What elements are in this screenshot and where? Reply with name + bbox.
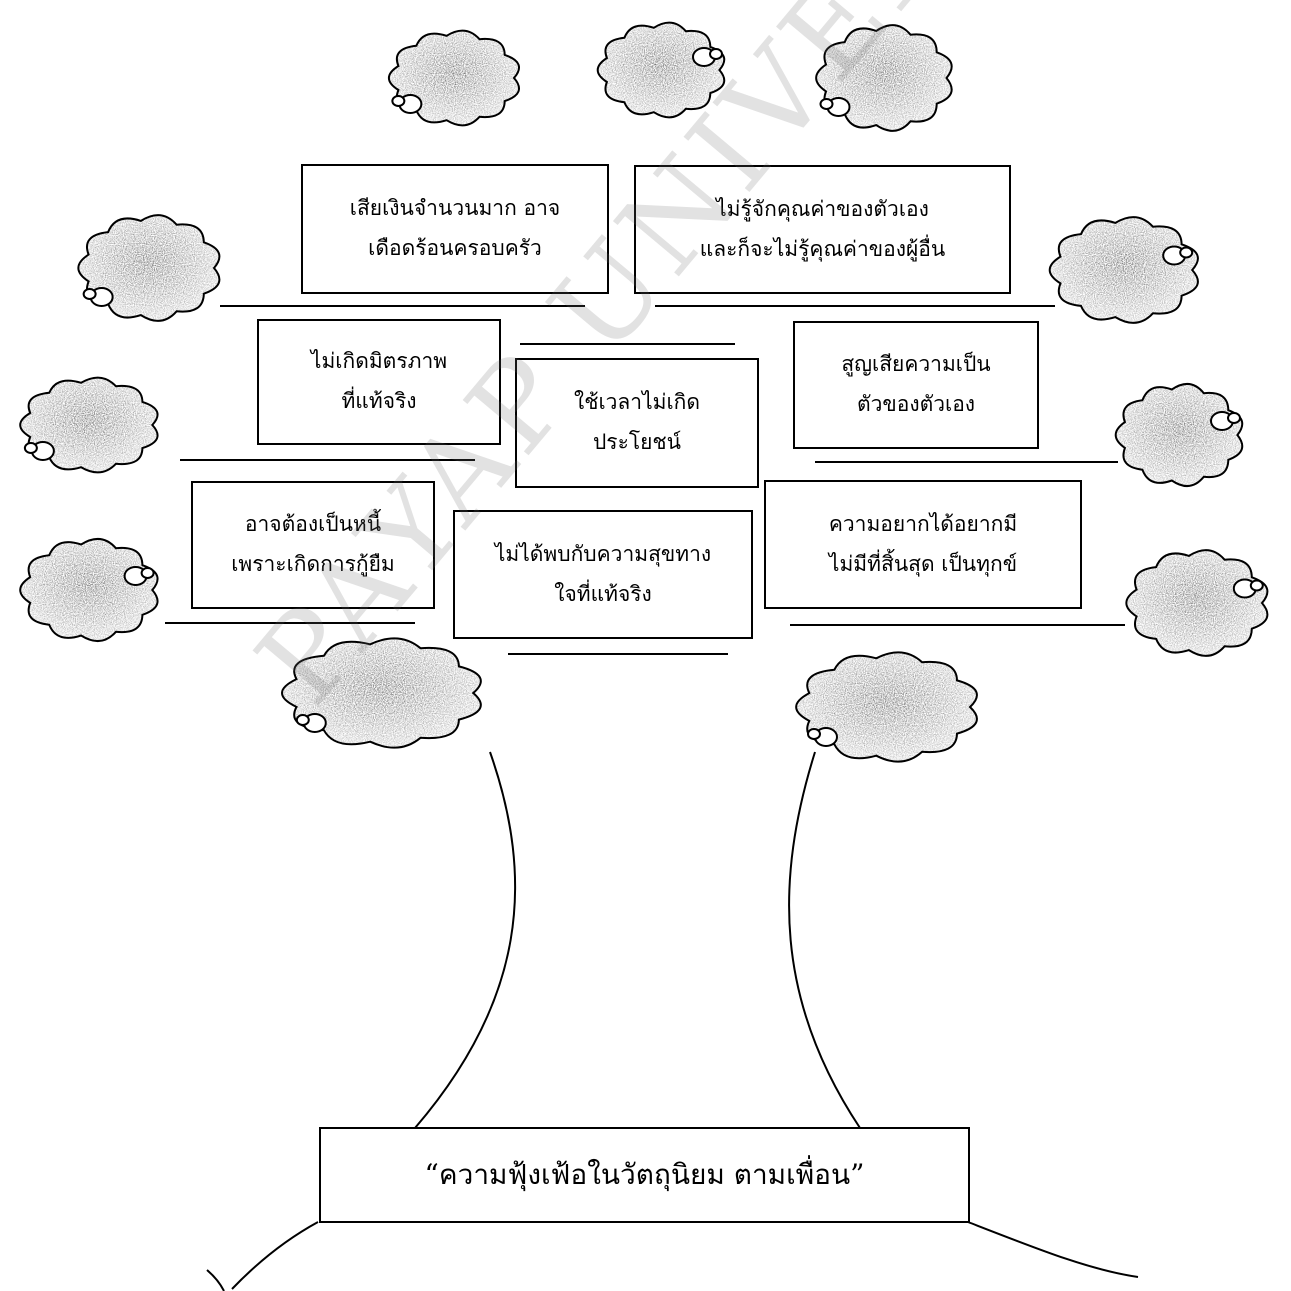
effect-text-line: ประโยชน์ <box>592 430 682 454</box>
cloud-outline <box>19 538 159 642</box>
effect-text-line: ความอยากได้อยากมี <box>828 511 1018 536</box>
cloud-body <box>1126 550 1268 656</box>
cloud-swirl <box>391 95 406 107</box>
effect-text-line: ที่แท้จริง <box>341 389 417 413</box>
cloud-swirl <box>23 442 38 454</box>
trunk-left-line <box>414 751 516 1129</box>
effect-box-happiness: ไม่ได้พบกับความสุขทาง ใจที่แท้จริง <box>453 510 753 639</box>
effect-box-wasted-time: ใช้เวลาไม่เกิด ประโยชน์ <box>515 358 759 488</box>
effect-text-line: เสียเงินจำนวนมาก อาจ <box>349 196 561 221</box>
root-right-line <box>967 1221 1139 1278</box>
effect-text-line: อาจต้องเป็นหนี้ <box>244 512 382 537</box>
effect-box-spend-money: เสียเงินจำนวนมาก อาจ เดือดร้อนครอบครัว <box>301 164 609 294</box>
cloud-body <box>1115 383 1243 487</box>
cloud-swirl <box>82 288 97 300</box>
effect-text-line: ใช้เวลาไม่เกิด <box>573 390 701 415</box>
effect-box-debt: อาจต้องเป็นหนี้ เพราะเกิดการกู้ยืม <box>191 481 435 609</box>
cloud-outline <box>19 376 159 474</box>
effect-box-friendship: ไม่เกิดมิตรภาพ ที่แท้จริง <box>257 319 501 445</box>
root-left-hook <box>206 1269 225 1291</box>
effect-box-identity: สูญเสียความเป็น ตัวของตัวเอง <box>793 321 1039 449</box>
cloud-outline <box>387 29 521 127</box>
effect-text-line: และก็จะไม่รู้คุณค่าของผู้อื่น <box>699 236 946 261</box>
cloud-leaf-icon <box>387 29 521 127</box>
cloud-outline <box>1114 383 1244 487</box>
cloud-swirl <box>807 728 821 740</box>
cloud-outline <box>1125 549 1269 657</box>
cloud-swirl <box>709 48 723 60</box>
cloud-leaf-icon <box>795 651 978 763</box>
cloud-leaf-icon <box>1114 383 1244 487</box>
cloud-outline <box>77 214 221 322</box>
cloud-swirl <box>819 98 834 110</box>
root-cause-text: “ความฟุ้งเฟ้อในวัตถุนิยม ตามเพื่อน” <box>424 1158 865 1192</box>
cloud-swirl <box>140 567 155 579</box>
cloud-leaf-icon <box>1125 549 1269 657</box>
root-left-line <box>231 1221 319 1290</box>
effect-text-line: ไม่มีที่สิ้นสุด เป็นทุกข์ <box>828 551 1018 576</box>
effect-text-line: ไม่ได้พบกับความสุขทาง <box>494 541 712 566</box>
cloud-outline <box>795 651 978 763</box>
trunk <box>206 751 1139 1291</box>
cloud-leaf-icon <box>1048 216 1199 324</box>
effect-box-self-worth: ไม่รู้จักคุณค่าของตัวเอง และก็จะไม่รู้คุ… <box>634 165 1011 294</box>
cloud-leaf-icon <box>19 538 159 642</box>
cloud-outline <box>815 24 953 132</box>
cloud-outline <box>1048 216 1199 324</box>
cloud-swirl <box>1249 579 1264 592</box>
cloud-body <box>597 22 725 118</box>
cloud-swirl <box>295 714 310 726</box>
cloud-leaf-icon <box>815 24 953 132</box>
foliage-clouds <box>19 21 1269 763</box>
cloud-body <box>796 652 977 762</box>
cloud-leaf-icon <box>77 214 221 322</box>
effect-text-line: สูญเสียความเป็น <box>841 352 991 377</box>
cloud-outline <box>596 21 726 119</box>
cloud-swirl <box>1227 412 1241 424</box>
cloud-swirl <box>1179 246 1194 259</box>
cloud-leaf-icon <box>596 21 726 119</box>
cloud-body <box>20 538 158 642</box>
effect-text-line: เดือดร้อนครอบครัว <box>368 236 542 260</box>
effect-text-line: ไม่รู้จักคุณค่าของตัวเอง <box>716 196 929 221</box>
cloud-body <box>1049 217 1198 323</box>
cloud-outline <box>281 637 482 749</box>
effect-text-line: เพราะเกิดการกู้ยืม <box>231 552 395 576</box>
cloud-body <box>78 215 220 321</box>
trunk-right-line <box>788 751 861 1129</box>
cloud-leaf-icon <box>281 637 482 749</box>
effect-text-line: ตัวของตัวเอง <box>856 392 976 416</box>
cloud-leaf-icon <box>19 376 159 474</box>
root-cause-box: “ความฟุ้งเฟ้อในวัตถุนิยม ตามเพื่อน” <box>319 1127 970 1223</box>
effect-box-desire: ความอยากได้อยากมี ไม่มีที่สิ้นสุด เป็นทุ… <box>764 480 1082 609</box>
effect-text-line: ไม่เกิดมิตรภาพ <box>310 349 448 374</box>
effect-text-line: ใจที่แท้จริง <box>554 581 652 606</box>
branches <box>165 305 1125 655</box>
cloud-body <box>282 638 481 748</box>
